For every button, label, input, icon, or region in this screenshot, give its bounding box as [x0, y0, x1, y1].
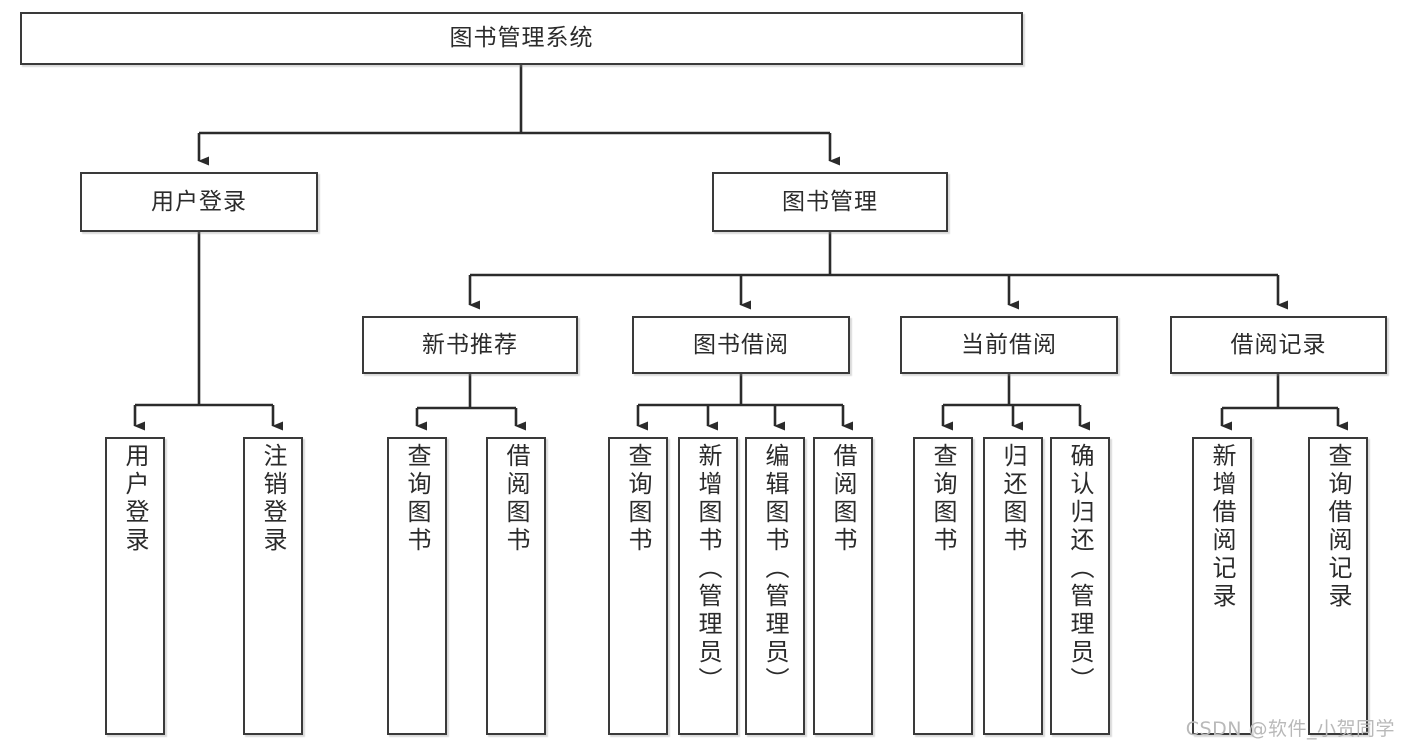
- node-label: 编辑图书（管理员）: [761, 443, 789, 695]
- node-label: 查询图书: [403, 443, 431, 555]
- node-leaf-user-login[interactable]: 用户登录: [105, 437, 165, 735]
- node-leaf-return-book[interactable]: 归还图书: [983, 437, 1043, 735]
- edges-root-to-level2: [197, 65, 840, 166]
- node-label: 新增借阅记录: [1208, 443, 1236, 611]
- node-current-borrow[interactable]: 当前借阅: [900, 316, 1118, 374]
- node-label: 注销登录: [259, 443, 287, 555]
- node-leaf-query-book-1[interactable]: 查询图书: [387, 437, 447, 735]
- node-label: 图书借阅: [693, 331, 789, 358]
- node-leaf-borrow-book-1[interactable]: 借阅图书: [486, 437, 546, 735]
- node-leaf-query-record[interactable]: 查询借阅记录: [1308, 437, 1368, 735]
- node-book-management[interactable]: 图书管理: [712, 172, 948, 232]
- node-label: 确认归还（管理员）: [1066, 443, 1094, 695]
- edges-userlogin-to-leaves: [133, 232, 283, 431]
- node-book-borrow[interactable]: 图书借阅: [632, 316, 850, 374]
- node-label: 新书推荐: [422, 331, 518, 358]
- node-label: 借阅图书: [829, 443, 857, 555]
- node-new-book-recommend[interactable]: 新书推荐: [362, 316, 578, 374]
- node-leaf-edit-book[interactable]: 编辑图书（管理员）: [745, 437, 805, 735]
- edges-bookborrow-to-leaves: [636, 374, 853, 431]
- node-label: 查询借阅记录: [1324, 443, 1352, 611]
- node-leaf-add-record[interactable]: 新增借阅记录: [1192, 437, 1252, 735]
- edges-borrowrecord-to-leaves: [1220, 374, 1348, 431]
- node-label: 图书管理系统: [449, 25, 594, 52]
- node-label: 用户登录: [121, 443, 149, 555]
- node-label: 归还图书: [999, 443, 1027, 555]
- node-user-login[interactable]: 用户登录: [80, 172, 318, 232]
- node-root-system[interactable]: 图书管理系统: [20, 12, 1023, 65]
- node-label: 当前借阅: [961, 331, 1057, 358]
- node-leaf-query-book-2[interactable]: 查询图书: [608, 437, 668, 735]
- node-leaf-user-logout[interactable]: 注销登录: [243, 437, 303, 735]
- node-label: 新增图书（管理员）: [694, 443, 722, 695]
- edges-bookmgmt-to-level3: [468, 232, 1288, 310]
- node-label: 查询图书: [929, 443, 957, 555]
- node-leaf-confirm-return[interactable]: 确认归还（管理员）: [1050, 437, 1110, 735]
- node-label: 借阅图书: [502, 443, 530, 555]
- node-leaf-add-book[interactable]: 新增图书（管理员）: [678, 437, 738, 735]
- watermark-text: CSDN @软件_小贺同学: [1185, 718, 1395, 740]
- edges-currentborrow-to-leaves: [941, 374, 1090, 431]
- node-leaf-borrow-book-2[interactable]: 借阅图书: [813, 437, 873, 735]
- node-borrow-record[interactable]: 借阅记录: [1170, 316, 1387, 374]
- node-label: 用户登录: [151, 188, 247, 215]
- edges-newbook-to-leaves: [415, 374, 526, 431]
- node-label: 图书管理: [782, 188, 878, 215]
- node-label: 借阅记录: [1230, 331, 1327, 358]
- node-label: 查询图书: [624, 443, 652, 555]
- node-leaf-query-book-3[interactable]: 查询图书: [913, 437, 973, 735]
